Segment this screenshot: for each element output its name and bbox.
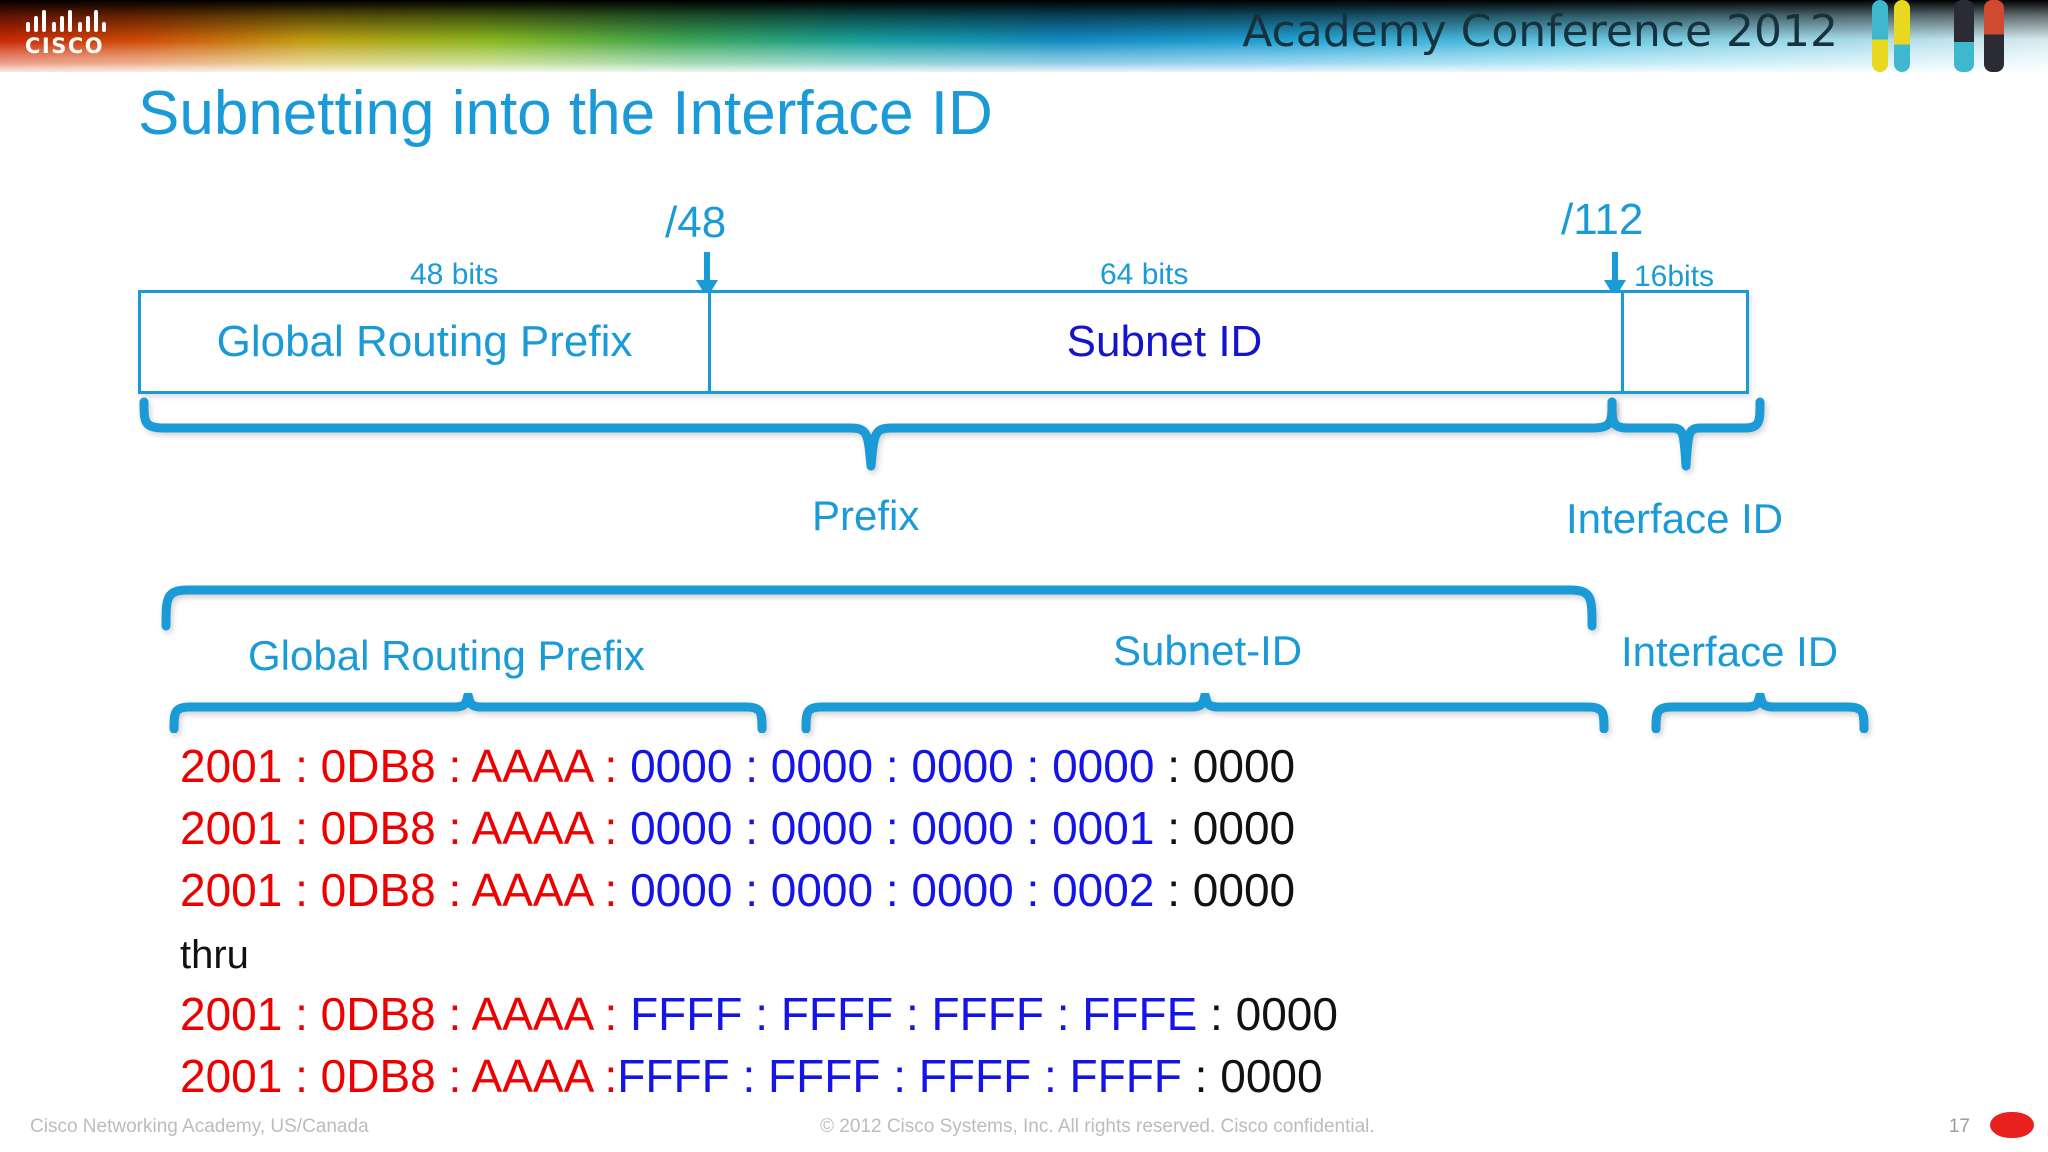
brace-prefix-wide [160,578,1600,632]
address-row: 2001 : 0DB8 : AAAA : 0000 : 0000 : 0000 … [180,735,1338,797]
address-subnet-segment: FFFF : FFFF : FFFF : FFFF [617,1050,1182,1102]
address-interface-segment: : 0000 [1181,1050,1323,1102]
cisco-logo: CISCO [22,10,132,62]
address-row: 2001 : 0DB8 : AAAA : 0000 : 0000 : 0000 … [180,859,1338,921]
page-title: Subnetting into the Interface ID [138,79,993,148]
brace-prefix [138,396,1618,472]
decor-bar-1 [1872,0,1888,72]
address-subnet-segment: 0000 : 0000 : 0000 : 0000 [630,740,1155,792]
address-prefix-segment: 2001 : 0DB8 : AAAA : [180,1050,618,1102]
footer-page-number: 17 [1948,1116,1970,1137]
cisco-wordmark: CISCO [25,34,105,58]
address-row: 2001 : 0DB8 : AAAA : 0000 : 0000 : 0000 … [180,797,1338,859]
address-subnet-segment: 0000 : 0000 : 0000 : 0002 [630,864,1155,916]
header-banner: CISCO Academy Conference 2012 [0,0,2048,72]
decor-bar-2 [1894,0,1910,72]
address-subnet-segment: FFFF : FFFF : FFFF : FFFE [630,988,1198,1040]
address-row: 2001 : 0DB8 : AAAA : FFFF : FFFF : FFFF … [180,983,1338,1045]
breakdown-label-interface-id: Interface ID [1621,628,1839,675]
prefix-marker-112: /112 [1561,195,1644,244]
address-interface-segment: : 0000 [1197,988,1338,1040]
decor-bar-4 [1984,0,2004,72]
bitfield-cell-global-routing-prefix: Global Routing Prefix [141,293,711,391]
address-row: 2001 : 0DB8 : AAAA :FFFF : FFFF : FFFF :… [180,1045,1338,1107]
conference-title: Academy Conference 2012 [1242,6,1838,57]
address-prefix-segment: 2001 : 0DB8 : AAAA : [180,864,631,916]
bitfield-cell-subnet-id: Subnet ID [708,293,1624,391]
breakdown-label-global-routing-prefix: Global Routing Prefix [248,632,645,679]
thru-label: thru [180,933,249,977]
address-prefix-segment: 2001 : 0DB8 : AAAA : [180,740,631,792]
brace-column-interface-id [1650,693,1870,733]
bitfield-row: Global Routing Prefix Subnet ID [138,290,1749,394]
brace-label-interface-id: Interface ID [1566,495,1784,542]
bitfield-cell-interface-id [1621,293,1746,391]
bit-width-label-64: 64 bits [1100,258,1189,291]
address-prefix-segment: 2001 : 0DB8 : AAAA : [180,988,631,1040]
address-interface-segment: : 0000 [1154,802,1296,854]
breakdown-label-subnet-id: Subnet-ID [1113,627,1303,674]
bit-width-label-48: 48 bits [410,258,499,291]
footer: Cisco Networking Academy, US/Canada © 20… [0,1106,2048,1152]
prefix-marker-48: /48 [665,198,727,247]
decor-bar-3 [1954,0,1974,72]
footer-copyright: © 2012 Cisco Systems, Inc. All rights re… [820,1116,1375,1137]
brace-interface-id [1606,396,1766,472]
address-range-separator: thru [180,921,1338,983]
bit-width-label-16: 16bits [1634,260,1715,293]
brace-column-subnet-id [800,693,1610,733]
address-prefix-segment: 2001 : 0DB8 : AAAA : [180,802,631,854]
brace-column-global-routing-prefix [168,693,768,733]
brace-label-prefix: Prefix [812,492,920,539]
address-interface-segment: : 0000 [1154,740,1296,792]
address-list: 2001 : 0DB8 : AAAA : 0000 : 0000 : 0000 … [180,735,1338,1107]
address-interface-segment: : 0000 [1154,864,1296,916]
footer-left-text: Cisco Networking Academy, US/Canada [30,1116,369,1137]
cisco-bars-icon [26,10,110,32]
cisco-dot-icon [1990,1112,2034,1138]
address-subnet-segment: 0000 : 0000 : 0000 : 0001 [630,802,1155,854]
